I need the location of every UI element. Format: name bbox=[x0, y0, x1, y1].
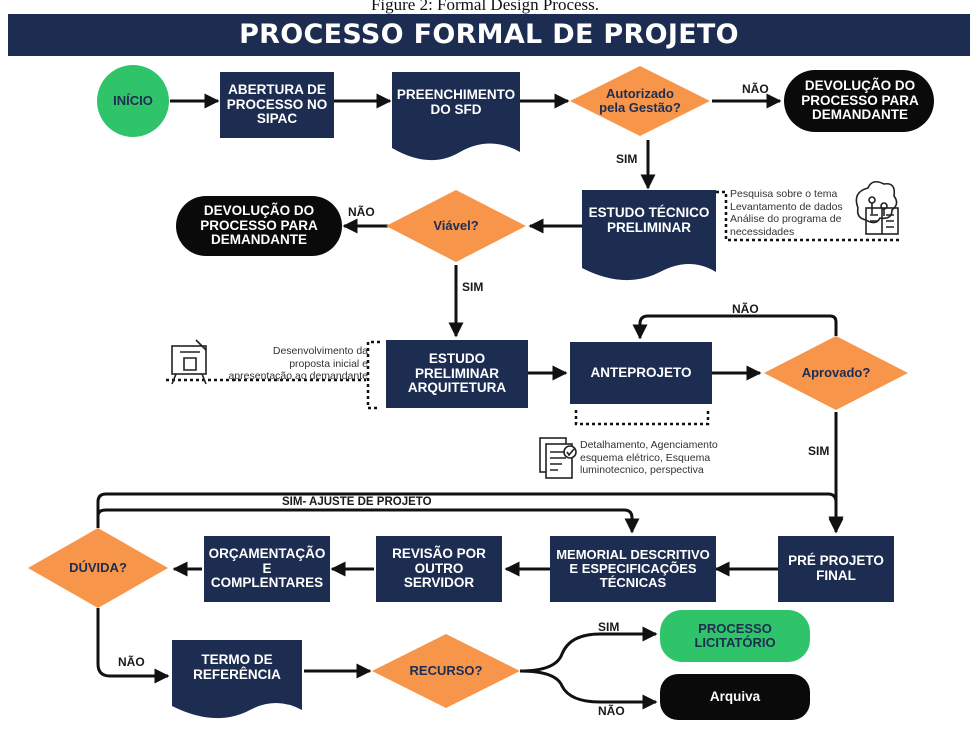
brain-book-icon bbox=[855, 180, 899, 235]
bracket-anteprojeto bbox=[574, 410, 710, 426]
edge-label-sim-ajuste: SIM- AJUSTE DE PROJETO bbox=[282, 496, 432, 508]
aprovado-diamond bbox=[764, 336, 908, 410]
figure-caption: Figure 2: Formal Design Process. bbox=[370, 0, 600, 14]
diagram-title: PROCESSO FORMAL DE PROJETO bbox=[8, 14, 970, 56]
licitatorio-pill bbox=[660, 610, 810, 662]
termo-doc bbox=[172, 640, 302, 719]
anteprojeto-box bbox=[570, 342, 712, 404]
edge-label-sim-viavel: SIM bbox=[462, 280, 484, 294]
estudo-preliminar-box bbox=[386, 340, 528, 408]
duvida-diamond bbox=[28, 528, 168, 608]
edge-label-nao-autorizado: NÃO bbox=[742, 82, 769, 96]
edge-label-sim-recurso: SIM bbox=[598, 620, 620, 634]
memorial-box bbox=[550, 536, 716, 602]
node-arquiva: Arquiva bbox=[709, 688, 761, 704]
node-autorizado: Autorizado pela Gestão? bbox=[599, 85, 681, 115]
node-recurso: RECURSO? bbox=[409, 662, 483, 678]
devolucao2-pill bbox=[176, 196, 342, 256]
node-viavel: Viável? bbox=[433, 217, 479, 233]
arrow-aprovado-nao-anteprojeto bbox=[632, 314, 838, 340]
edge-label-sim-aprovado: SIM bbox=[808, 444, 830, 458]
node-memorial: MEMORIAL DESCRITIVO E ESPECIFICAÇÕES TÉC… bbox=[556, 546, 710, 591]
edge-label-nao-duvida: NÃO bbox=[118, 655, 145, 669]
revisao-box bbox=[376, 536, 502, 602]
edge-label-nao-aprovado: NÃO bbox=[732, 302, 759, 316]
node-orcamentacao: ORÇAMENTAÇÃO E COMPLENTARES bbox=[208, 545, 326, 591]
node-estudo-tecnico: ESTUDO TÉCNICO PRELIMINAR bbox=[588, 205, 710, 235]
node-abertura: ABERTURA DE PROCESSO NO SIPAC bbox=[226, 81, 328, 127]
node-inicio: INÍCIO bbox=[113, 92, 153, 108]
arrow-recurso-sim bbox=[519, 626, 658, 673]
bracket-estudo-tecnico bbox=[716, 190, 900, 242]
arrow-recurso-nao bbox=[519, 669, 658, 710]
node-devolucao2: DEVOLUÇÃO DO PROCESSO PARA DEMANDANTE bbox=[200, 202, 318, 248]
viavel-diamond bbox=[386, 190, 526, 262]
drafting-board-icon bbox=[171, 339, 207, 385]
node-pre-projeto: PRÉ PROJETO FINAL bbox=[788, 553, 884, 583]
bracket-estudo-preliminar bbox=[166, 340, 380, 410]
recurso-diamond bbox=[372, 634, 520, 708]
arrow-duvida-ajuste-pre-projeto bbox=[96, 492, 844, 532]
node-licitatorio: PROCESSO LICITATÓRIO bbox=[694, 620, 776, 650]
node-aprovado: Aprovado? bbox=[801, 364, 871, 380]
edge-label-sim-autorizado: SIM bbox=[616, 152, 638, 166]
node-devolucao1: DEVOLUÇÃO DO PROCESSO PARA DEMANDANTE bbox=[801, 77, 919, 123]
abertura-box bbox=[220, 72, 334, 138]
node-revisao: REVISÃO POR OUTRO SERVIDOR bbox=[392, 545, 486, 591]
arrow-duvida-ajuste-memorial bbox=[96, 508, 640, 534]
estudo-tecnico-doc bbox=[582, 190, 716, 281]
arrow-duvida-termo bbox=[96, 608, 170, 684]
arquiva-pill bbox=[660, 674, 810, 720]
node-anteprojeto: ANTEPROJETO bbox=[590, 364, 692, 380]
note-anteprojeto: Detalhamento, Agenciamento esquema elétr… bbox=[580, 439, 718, 477]
pre-projeto-box bbox=[778, 536, 894, 602]
note-estudo-tecnico: Pesquisa sobre o tema Levantamento de da… bbox=[730, 188, 843, 238]
node-duvida: DÚVIDA? bbox=[69, 559, 127, 575]
start-circle bbox=[97, 65, 169, 137]
node-termo: TERMO DE REFERÊNCIA bbox=[193, 652, 281, 682]
edge-label-nao-recurso: NÃO bbox=[598, 704, 625, 718]
note-estudo-preliminar: Desenvolvimento da proposta inicial e ap… bbox=[228, 345, 368, 383]
autorizado-diamond bbox=[570, 66, 710, 136]
node-preenchimento: PREENCHIMENTO DO SFD bbox=[396, 87, 516, 117]
orcamentacao-box bbox=[204, 536, 330, 602]
devolucao1-pill bbox=[784, 70, 934, 132]
preenchimento-doc bbox=[392, 72, 520, 161]
document-check-icon bbox=[539, 437, 577, 479]
edge-label-nao-viavel: NÃO bbox=[348, 205, 375, 219]
node-estudo-preliminar: ESTUDO PRELIMINAR ARQUITETURA bbox=[407, 350, 507, 396]
